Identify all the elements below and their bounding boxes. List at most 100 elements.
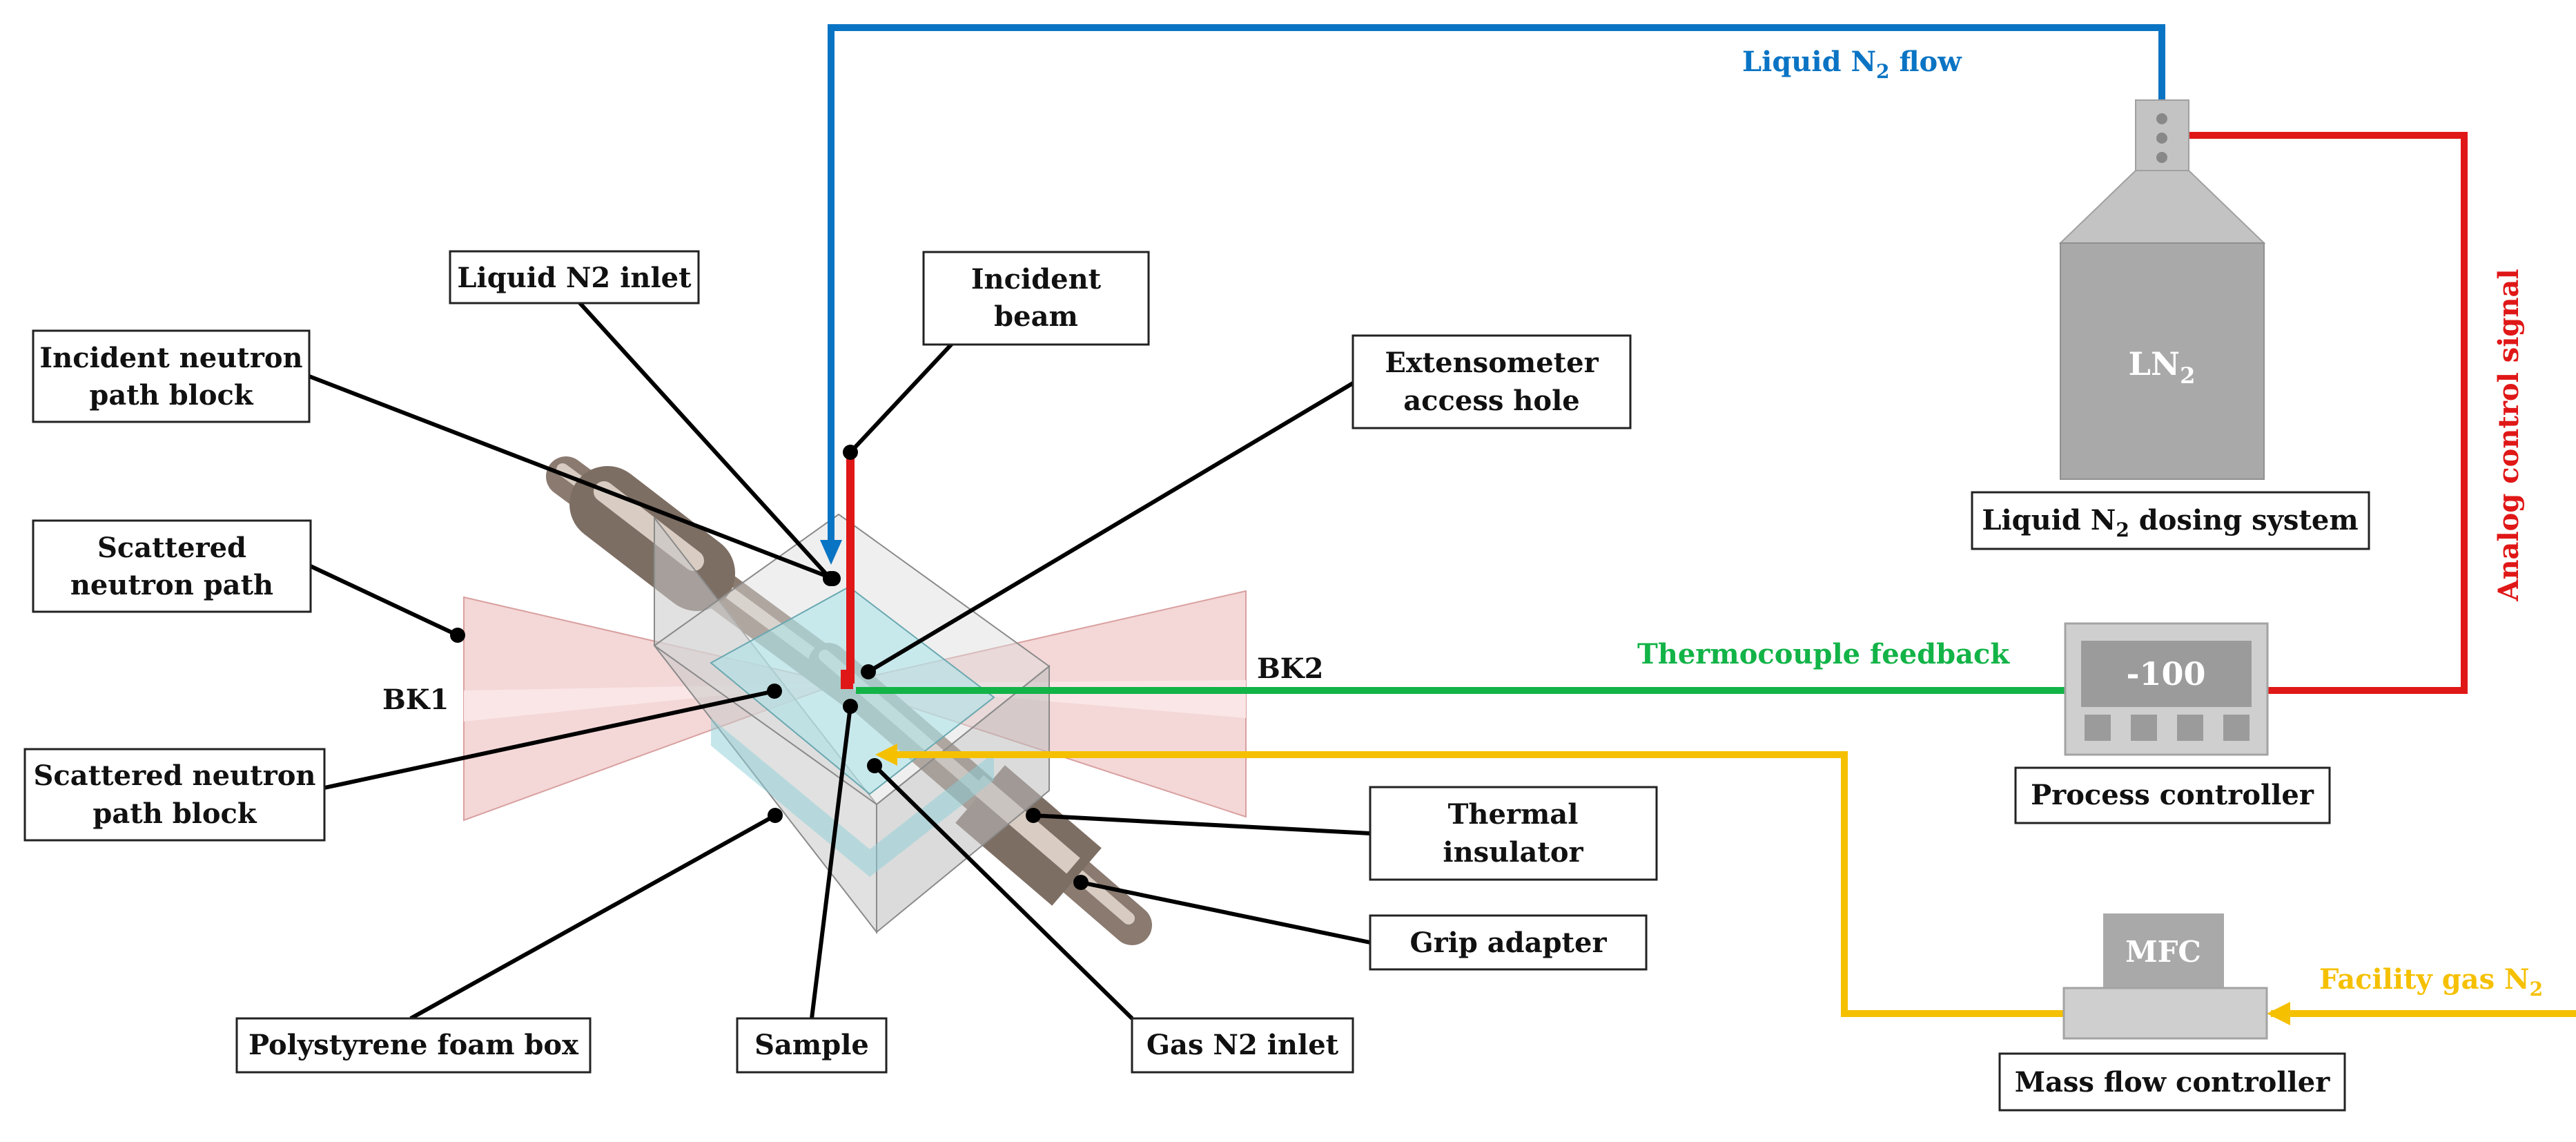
label-box [1352,334,1632,429]
facility-gas-arrowhead [2267,1002,2290,1025]
thermocouple-feedback-label: Thermocouple feedback [1637,638,2010,670]
mass-flow-controller: MFC [2062,913,2268,1040]
dot-incident-beam [843,445,858,460]
dot-gas-inlet [867,758,882,773]
process-controller-label: Process controller [2014,766,2331,824]
label-extensometer: Extensometer access hole [1352,334,1632,429]
label-text: Sample [754,1029,869,1061]
label-text-line1: Extensometer [1385,347,1599,379]
neck-port-icon [2156,113,2167,124]
label-box [1998,1052,2346,1112]
label-text-line1: Thermal [1448,798,1579,831]
dot-scattered-path [450,628,465,643]
label-thermal-insulator: Thermal insulator [1369,786,1658,881]
signal-lines [820,24,2576,1025]
label-box [1369,786,1658,881]
label-text-line2: insulator [1443,836,1583,869]
label-polystyrene-box: Polystyrene foam box [235,1017,592,1074]
label-text-line1: Incident [971,263,1102,296]
label-text: Gas N2 inlet [1146,1029,1339,1061]
mfc-base [2062,987,2268,1040]
inner-floor [711,718,994,877]
dot-grip-adapter [1073,875,1089,890]
dot-sample [843,699,858,714]
label-text-line2: path block [89,379,254,412]
label-text-line1: Incident neutron [39,342,302,374]
leader-scattered-path [309,564,459,637]
label-text: Grip adapter [1409,927,1607,959]
neck-port-icon [2156,152,2167,163]
controller-button [2085,715,2111,741]
label-box [23,748,326,842]
label-grip-adapter: Grip adapter [1369,914,1648,971]
dot-extensometer [861,664,876,679]
dewar-label: LN2 [2129,345,2196,389]
dot-polystyrene [768,808,783,823]
leader-incident-beam [848,341,955,454]
analog-control-line [2189,132,2468,694]
leader-polystyrene [409,813,777,1020]
label-box [1971,491,2370,550]
leader-sample [810,706,852,1019]
label-scattered-block: Scattered neutron path block [23,748,326,842]
label-gas-inlet: Gas N2 inlet [1131,1017,1354,1074]
label-incident-beam: Incident beam [922,251,1150,346]
liquid-n2-flow-line [828,24,2165,549]
bk2-label: BK2 [1257,652,1323,685]
bk1-label: BK1 [382,684,449,716]
controller-button [2177,715,2203,741]
controller-button [2223,715,2250,741]
inner-cavity [710,585,995,795]
label-sample: Sample [736,1017,888,1074]
label-box [235,1017,592,1074]
label-text-line2: beam [994,300,1078,333]
label-text: Liquid N2 dosing system [1982,504,2358,541]
leader-gas-inlet [872,764,1134,1020]
label-text-line1: Scattered neutron [34,759,316,792]
leader-extensometer [867,381,1354,674]
controller-display-value: -100 [2126,655,2205,693]
label-text-line2: path block [92,797,257,830]
label-box [1131,1017,1354,1074]
label-box [32,519,312,613]
mfc-top [2103,913,2224,988]
liquid-flow-arrowhead [820,540,842,565]
dot-incident-block [826,571,841,586]
label-text: Process controller [2031,779,2314,811]
controller-display [2081,641,2252,707]
gas-arrowhead [875,744,897,766]
process-controller: -100 [2064,622,2269,756]
controller-button [2131,715,2157,741]
label-text: Liquid N2 inlet [457,262,692,294]
label-text-line2: neutron path [70,569,273,601]
dewar-body [2060,242,2265,480]
label-box [32,329,311,423]
leader-lines [308,295,1371,1020]
label-text-line1: Scattered [97,532,246,564]
facility-gas-label: Facility gas N2 [2319,963,2543,1000]
gas-line-controller [890,751,2064,1017]
dot-thermal-insulator [1026,808,1041,823]
label-text-line2: access hole [1403,385,1579,417]
label-liquid-n2-inlet: Liquid N2 inlet [449,250,700,304]
dot-scattered-block [767,684,782,699]
neck-port-icon [2156,133,2167,144]
ln2-dewar: LN2 [2058,99,2266,480]
label-text: Polystyrene foam box [248,1029,579,1061]
liquid-flow-label: Liquid N2 flow [1742,46,1962,83]
leader-liquid-inlet [572,295,832,581]
label-text: Mass flow controller [2015,1066,2330,1099]
mass-flow-controller-label: Mass flow controller [1998,1052,2346,1112]
label-scattered-path: Scattered neutron path [32,519,312,613]
dewar-shoulder [2058,170,2266,244]
label-box [922,251,1150,346]
dosing-system-label: Liquid N2 dosing system [1971,491,2370,550]
analog-control-label: Analog control signal [2492,269,2525,601]
label-box [449,250,700,304]
label-box [1369,914,1648,971]
label-box [2014,766,2331,824]
leader-dots [450,445,1089,890]
leader-incident-block [308,374,835,581]
